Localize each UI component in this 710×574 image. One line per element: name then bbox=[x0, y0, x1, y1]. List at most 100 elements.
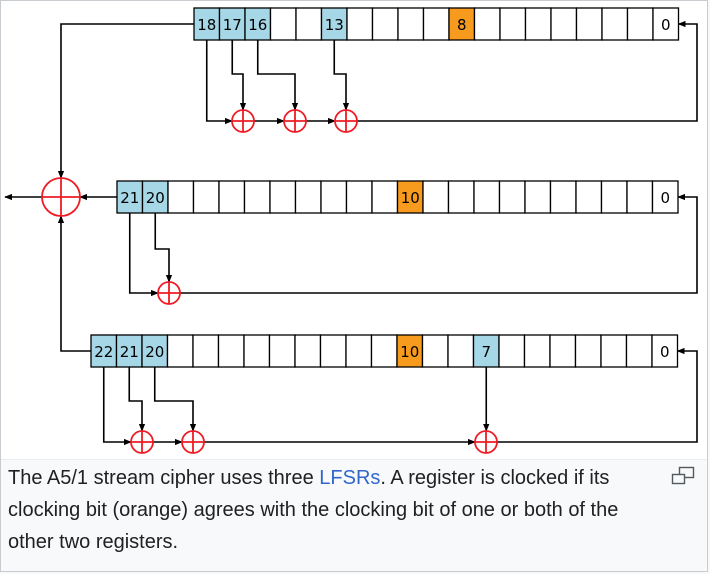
register-3-bit-label: 0 bbox=[660, 343, 670, 361]
register-3-cell bbox=[294, 334, 322, 368]
caption-text-end: . A register is clocked if its clocking … bbox=[8, 467, 619, 553]
register-1-bit-label: 16 bbox=[248, 16, 267, 34]
wire bbox=[231, 40, 247, 111]
register-1-cell bbox=[652, 7, 680, 41]
register-3-cell bbox=[243, 334, 271, 368]
register-1-cell bbox=[320, 7, 348, 41]
register-3-bit-label: 7 bbox=[481, 343, 491, 361]
wire bbox=[102, 367, 132, 446]
register-2-cell bbox=[422, 180, 450, 214]
register-3-cell bbox=[447, 334, 475, 368]
register-3-cell bbox=[370, 334, 398, 368]
register-2-cell bbox=[192, 180, 220, 214]
register-2-cell bbox=[243, 180, 271, 214]
register-3-bit-label: 22 bbox=[94, 343, 113, 361]
wire bbox=[256, 40, 299, 111]
wire bbox=[57, 23, 194, 179]
register-3-cell bbox=[574, 334, 602, 368]
register-2-cell bbox=[269, 180, 297, 214]
enlarge-icon[interactable] bbox=[670, 466, 696, 488]
register-1-cell bbox=[269, 7, 297, 41]
register-3-cell bbox=[625, 334, 653, 368]
register-2-cell bbox=[498, 180, 526, 214]
register-3-bit-label: 10 bbox=[400, 343, 419, 361]
register-2-cell bbox=[473, 180, 501, 214]
register-3-cell bbox=[600, 334, 628, 368]
register-2-bit-label: 20 bbox=[146, 189, 165, 207]
register-1-cell bbox=[626, 7, 654, 41]
xor-gate bbox=[130, 430, 154, 454]
figure-caption: The A5/1 stream cipher uses three LFSRs.… bbox=[8, 462, 638, 558]
register-2-cell bbox=[167, 180, 195, 214]
wire bbox=[180, 193, 698, 294]
register-2-cell bbox=[651, 180, 679, 214]
wire bbox=[357, 20, 698, 122]
register-3-cell bbox=[319, 334, 347, 368]
wire bbox=[333, 40, 350, 111]
register-1-cell bbox=[244, 7, 272, 41]
register-3-bit-label: 20 bbox=[145, 343, 164, 361]
register-3-cell bbox=[498, 334, 526, 368]
xor-gate bbox=[334, 109, 358, 133]
register-2-cell bbox=[524, 180, 552, 214]
register-3: 22 21 20 10 7 0 bbox=[90, 334, 679, 368]
wire bbox=[154, 213, 173, 283]
register-2-cell bbox=[447, 180, 475, 214]
register-1-bit-label: 13 bbox=[325, 16, 344, 34]
register-1-bit-label: 8 bbox=[457, 16, 467, 34]
register-2-cell bbox=[320, 180, 348, 214]
register-3-cell bbox=[651, 334, 679, 368]
xor-gate bbox=[157, 281, 181, 305]
register-1-cell bbox=[550, 7, 578, 41]
register-3-cell bbox=[523, 334, 551, 368]
register-3-cell bbox=[549, 334, 577, 368]
register-3-cell bbox=[421, 334, 449, 368]
register-2-cell bbox=[600, 180, 628, 214]
register-1-cell bbox=[575, 7, 603, 41]
xor-gate bbox=[283, 109, 307, 133]
register-3-cell bbox=[396, 334, 424, 368]
xor-gate bbox=[231, 109, 255, 133]
register-2-cell bbox=[626, 180, 654, 214]
register-1-bit-label: 0 bbox=[661, 16, 671, 34]
wire bbox=[497, 347, 698, 443]
xor-gate bbox=[181, 430, 205, 454]
xor-gate bbox=[474, 430, 498, 454]
register-3-bit-label: 21 bbox=[120, 343, 139, 361]
wire bbox=[153, 367, 197, 432]
register-1-cell bbox=[346, 7, 374, 41]
register-1-cell bbox=[371, 7, 399, 41]
wire bbox=[128, 367, 146, 432]
wire bbox=[57, 215, 91, 352]
register-2-cell bbox=[371, 180, 399, 214]
register-2-cell bbox=[218, 180, 246, 214]
register-3-cell bbox=[217, 334, 245, 368]
register-2-bit-label: 0 bbox=[660, 189, 670, 207]
lfsr-link[interactable]: LFSRs bbox=[319, 467, 381, 489]
register-3-cell bbox=[345, 334, 373, 368]
xor-gates bbox=[41, 109, 498, 454]
register-2-cell bbox=[141, 180, 169, 214]
register-2-cell bbox=[116, 180, 144, 214]
wire bbox=[205, 40, 233, 125]
wires bbox=[4, 20, 698, 446]
register-1-cell bbox=[601, 7, 629, 41]
register-1-cell bbox=[422, 7, 450, 41]
register-3-cell bbox=[90, 334, 118, 368]
register-3-cell bbox=[268, 334, 296, 368]
register-1-cell bbox=[218, 7, 246, 41]
wire bbox=[128, 213, 159, 297]
register-3-cell bbox=[192, 334, 220, 368]
register-2-cell bbox=[294, 180, 322, 214]
register-1-cell bbox=[295, 7, 323, 41]
register-3-cell bbox=[166, 334, 194, 368]
register-1-cell bbox=[473, 7, 501, 41]
register-2-bit-label: 10 bbox=[401, 189, 420, 207]
register-1-cell bbox=[524, 7, 552, 41]
register-1-cell bbox=[397, 7, 425, 41]
